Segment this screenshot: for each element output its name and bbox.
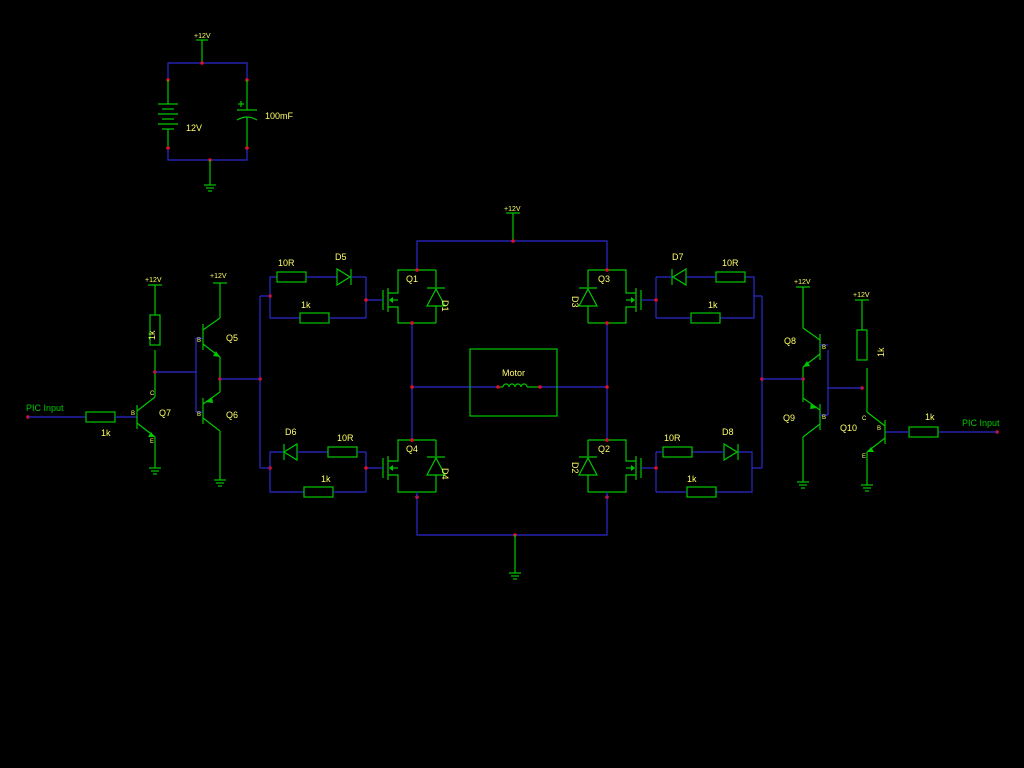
q1-series-resistor-label: 10R [278, 258, 295, 268]
ground-icon [149, 467, 161, 475]
svg-text:C: C [150, 391, 155, 397]
capacitor-symbol [236, 80, 258, 148]
q5-vcc-label: +12V [210, 273, 227, 280]
d3-label: D3 [570, 296, 580, 308]
q4-series-resistor-label: 10R [337, 433, 354, 443]
ground-icon [204, 184, 216, 192]
mosfet-q2 [578, 438, 642, 497]
q8-vcc-label: +12V [794, 279, 811, 286]
left-driver: PIC Input 1k B C E Q7 1k +12V B Q5 [26, 273, 260, 487]
q6-label: Q6 [226, 410, 238, 420]
d6-label: D6 [285, 427, 297, 437]
supply-vcc-label: +12V [194, 33, 211, 40]
h-bridge: +12V [410, 206, 609, 580]
q2-series-resistor-label: 10R [664, 433, 681, 443]
capacitor-label: 100mF [265, 111, 294, 121]
q9-label: Q9 [783, 413, 795, 423]
svg-text:B: B [197, 338, 201, 344]
q3-series-resistor-label: 10R [722, 258, 739, 268]
right-pullup-resistor-label: 1k [876, 347, 886, 357]
right-pic-input-label: PIC Input [962, 418, 1000, 428]
q4-label: Q4 [406, 444, 418, 454]
svg-text:B: B [197, 412, 201, 418]
left-pic-input-label: PIC Input [26, 403, 64, 413]
svg-text:B: B [822, 345, 826, 351]
q3-label: Q3 [598, 274, 610, 284]
left-pullup-resistor-label: 1k [147, 330, 157, 340]
q2-shunt-resistor-label: 1k [687, 474, 697, 484]
q1-shunt-resistor-label: 1k [301, 300, 311, 310]
q8-label: Q8 [784, 336, 796, 346]
d8-label: D8 [722, 427, 734, 437]
ground-icon [214, 479, 226, 487]
battery-symbol [158, 80, 178, 148]
battery-label: 12V [186, 123, 202, 133]
q7-label: Q7 [159, 408, 171, 418]
d7-label: D7 [672, 252, 684, 262]
svg-text:B: B [822, 415, 826, 421]
q3-gate-network [641, 267, 755, 324]
q4-gate-network [268, 442, 383, 498]
mosfet-q4 [382, 438, 446, 497]
svg-text:B: B [131, 411, 135, 417]
ground-icon [509, 572, 521, 580]
d1-label: D1 [440, 300, 450, 312]
q10-label: Q10 [840, 423, 857, 433]
q2-gate-network [641, 442, 753, 498]
q1-gate-network [268, 267, 383, 324]
q3-shunt-resistor-label: 1k [708, 300, 718, 310]
svg-text:E: E [150, 439, 154, 445]
q5-label: Q5 [226, 333, 238, 343]
d4-label: D4 [440, 468, 450, 480]
right-driver: PIC Input 1k B C E Q10 1k +12V B Q8 [762, 279, 1000, 492]
q2-label: Q2 [598, 444, 610, 454]
supply-section: +12V 12V 100mF [158, 33, 294, 192]
d2-label: D2 [570, 462, 580, 474]
left-input-resistor-label: 1k [101, 428, 111, 438]
q1-label: Q1 [406, 274, 418, 284]
d5-label: D5 [335, 252, 347, 262]
q10-vcc-label: +12V [853, 292, 870, 299]
right-input-resistor-label: 1k [925, 412, 935, 422]
motor-label: Motor [502, 368, 525, 378]
mosfet-q1 [382, 268, 446, 325]
ground-icon [861, 484, 873, 492]
mosfet-q3 [578, 268, 642, 325]
q7-vcc-label: +12V [145, 277, 162, 284]
svg-text:B: B [877, 426, 881, 432]
svg-text:C: C [862, 416, 867, 422]
ground-icon [797, 481, 809, 489]
svg-text:E: E [862, 454, 866, 460]
q4-shunt-resistor-label: 1k [321, 474, 331, 484]
bridge-vcc-label: +12V [504, 206, 521, 213]
motor-block: Motor [469, 348, 558, 417]
